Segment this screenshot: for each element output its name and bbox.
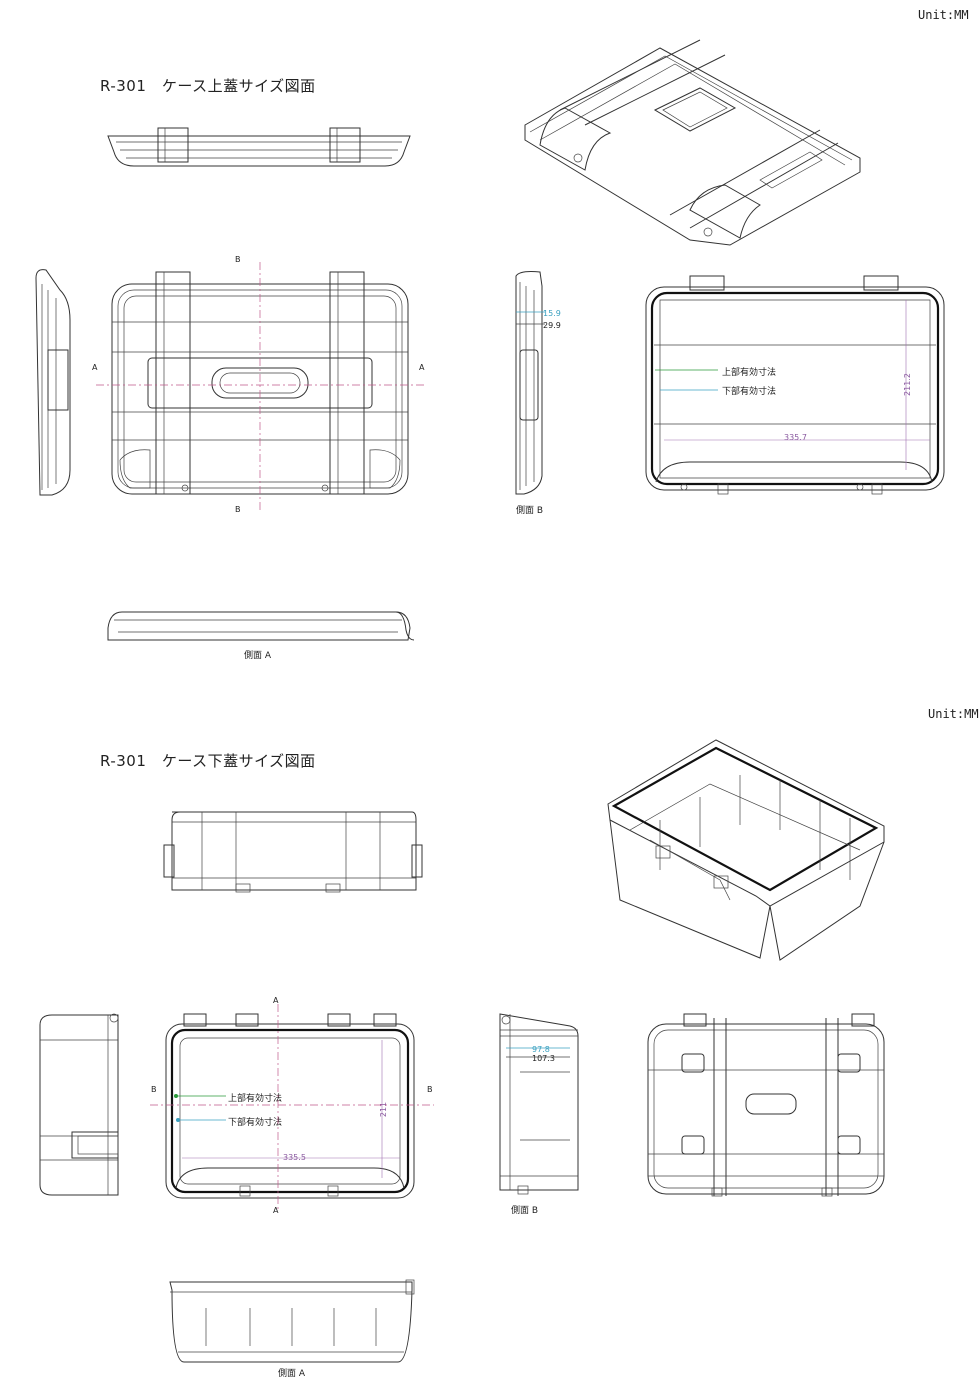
base-section-b-right: B (427, 1085, 433, 1094)
lid-section-a-right: A (419, 363, 425, 372)
lid-inside-view (645, 275, 945, 495)
base-isometric-view (607, 739, 885, 961)
base-section-a-bottom: A (273, 1206, 279, 1215)
lid-isometric-view (524, 39, 861, 246)
lid-side-b-view (515, 271, 545, 495)
lid-top-profile-view (107, 127, 411, 167)
lid-depth-dimension-1: 15.9 (543, 309, 561, 318)
lid-plan-view (96, 262, 424, 512)
base-lower-effective-label: 下部有効寸法 (228, 1118, 283, 1128)
lid-section-b-top: B (235, 255, 241, 264)
lid-upper-effective-label: 上部有効寸法 (722, 368, 777, 378)
unit-label-top: Unit:MM (918, 8, 969, 22)
base-left-side-view (39, 1013, 119, 1196)
lid-side-a-caption: 側面 A (244, 651, 272, 661)
base-depth-dimension-2: 107.3 (532, 1054, 555, 1063)
base-side-a-view (169, 1279, 415, 1363)
lid-section-b-bottom: B (235, 505, 241, 514)
base-front-elevation (163, 811, 423, 893)
lid-side-a-view (107, 611, 415, 641)
base-plan-view (150, 1004, 434, 1212)
base-depth-dimension-1: 97.8 (532, 1045, 550, 1054)
base-width-dimension: 335.5 (283, 1153, 306, 1162)
base-upper-effective-label: 上部有効寸法 (228, 1094, 283, 1104)
lid-section-a-left: A (92, 363, 98, 372)
base-side-b-caption: 側面 B (511, 1206, 539, 1216)
lid-left-side-view (35, 269, 71, 496)
base-title: R-301 ケース下蓋サイズ図面 (100, 752, 316, 770)
lid-depth-dimension-2: 29.9 (543, 321, 561, 330)
base-side-a-caption: 側面 A (278, 1369, 306, 1379)
base-back-elevation (647, 1013, 885, 1197)
lid-lower-effective-label: 下部有効寸法 (722, 387, 777, 397)
base-section-a-top: A (273, 996, 279, 1005)
lid-title: R-301 ケース上蓋サイズ図面 (100, 77, 316, 95)
lid-width-dimension: 335.7 (784, 433, 807, 442)
lid-side-b-caption: 側面 B (516, 506, 544, 516)
base-side-b-view (499, 1013, 579, 1195)
base-section-b-left: B (151, 1085, 157, 1094)
unit-label-bottom: Unit:MM (928, 707, 979, 721)
